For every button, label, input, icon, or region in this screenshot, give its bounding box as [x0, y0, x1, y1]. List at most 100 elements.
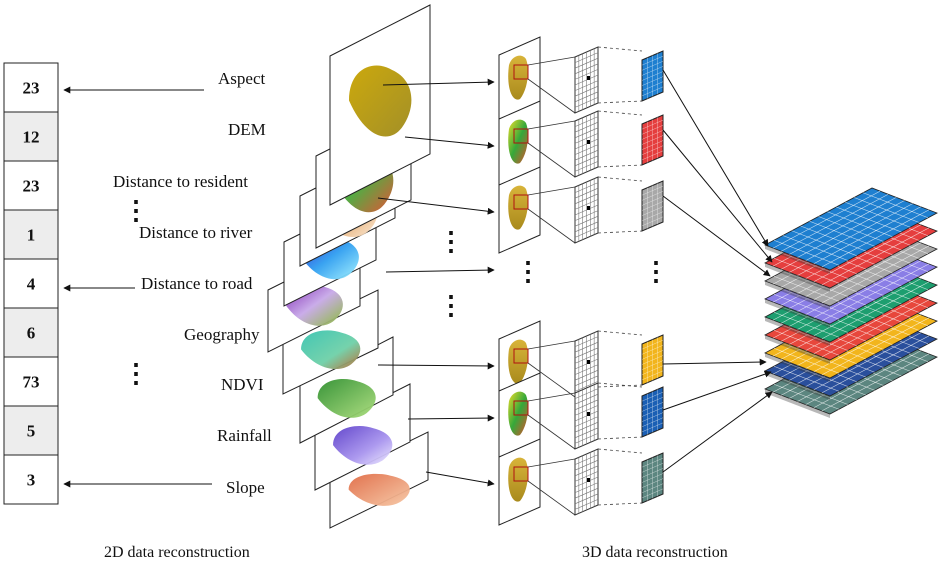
column-value: 23	[23, 79, 40, 98]
thumbnail-map	[508, 391, 528, 436]
arrow-to-3d-stack	[662, 391, 773, 473]
arrow-to-3d-stack	[662, 69, 769, 247]
factor-label: Aspect	[218, 69, 265, 88]
stack-grid-line	[813, 350, 921, 409]
feature-grid-line	[641, 140, 664, 150]
ellipsis-middle-lower: ⋮	[438, 291, 464, 320]
sampling-window	[513, 466, 529, 482]
grid-line	[574, 433, 599, 444]
stack-grid-line	[813, 278, 921, 337]
feature-grid-line	[641, 391, 664, 402]
converging-arrows	[662, 69, 773, 473]
factor-label: Geography	[184, 325, 260, 344]
grid-center-cell	[587, 412, 590, 416]
grid-line	[574, 69, 599, 80]
grid-line	[574, 63, 599, 75]
connector-line	[527, 120, 576, 130]
column-cell	[3, 405, 59, 456]
factor-label: Rainfall	[217, 426, 272, 445]
stack-layer-edge	[765, 371, 830, 400]
stack-layer-edge	[765, 245, 830, 274]
column-value: 23	[23, 177, 40, 196]
thumbnail-map	[508, 339, 528, 384]
stack-grid-line	[772, 190, 881, 249]
arrow-to-3d-stack	[662, 370, 772, 411]
dashed-connector	[597, 164, 643, 168]
connector-line	[527, 392, 576, 402]
stack-layer-edge	[765, 389, 830, 418]
feature-grid-line	[641, 355, 664, 365]
factor-label: DEM	[228, 120, 266, 139]
grid-center-cell	[587, 478, 590, 482]
feature-grid-line	[641, 360, 664, 370]
grid-line	[574, 399, 599, 411]
stack-grid-line	[813, 260, 921, 319]
stack-layer-edge	[765, 281, 830, 310]
ellipsis-thumbnails: ⋮	[515, 257, 541, 286]
sampling-window	[513, 400, 529, 416]
grid-line	[574, 144, 599, 155]
grid-line	[574, 199, 599, 210]
grid-line	[574, 471, 599, 482]
grid-line	[574, 465, 599, 477]
arrow-to-thumbnail	[377, 197, 495, 215]
stack-grid-line	[813, 296, 921, 355]
grid-line	[574, 215, 599, 227]
column-cell	[3, 111, 59, 162]
column-value: 1	[27, 226, 36, 245]
stack-grid-line	[781, 193, 889, 252]
feature-grid-line	[641, 339, 664, 350]
feature-grid-line	[641, 86, 664, 97]
grid-line	[574, 375, 599, 387]
3d-feature-stack	[764, 187, 938, 418]
factor-layer-stack	[267, 4, 431, 529]
thumbnail-map	[508, 55, 528, 100]
stack-grid-line	[813, 314, 921, 373]
feature-grid-line	[641, 135, 664, 145]
feature-grid-line	[641, 191, 664, 201]
feature-grid-line	[641, 201, 664, 211]
arrow-to-thumbnail	[407, 414, 495, 422]
feature-grid-line	[641, 66, 664, 76]
connector-line	[527, 414, 576, 450]
feature-grid-line	[641, 55, 664, 66]
grid-line	[574, 187, 599, 199]
feature-grid-line	[641, 407, 664, 417]
feature-grid-line	[641, 130, 664, 140]
column-value: 6	[27, 324, 36, 343]
column-value: 73	[23, 373, 40, 392]
connector-line	[527, 186, 576, 196]
feature-grid-line	[641, 473, 664, 483]
factor-label: Slope	[226, 478, 265, 497]
grid-line	[574, 85, 599, 97]
grid-line	[574, 341, 599, 353]
dashed-connector	[597, 176, 643, 182]
factor-map-7	[317, 379, 376, 418]
feature-row	[404, 100, 664, 188]
arrow-to-3d-stack	[662, 195, 771, 277]
feature-grid-line	[641, 216, 664, 227]
stack-grid-line	[821, 299, 930, 358]
connector-line	[527, 480, 576, 516]
connector-line	[527, 56, 576, 66]
feature-grid-line	[641, 457, 664, 468]
dashed-connector	[597, 230, 643, 234]
ellipsis-feature-cells: ⋮	[643, 257, 669, 286]
feature-grid-line	[641, 211, 664, 221]
grid-line	[574, 410, 599, 422]
arrow-stack-to-thumbnails	[385, 266, 495, 274]
grid-line	[574, 427, 599, 439]
factor-map-9	[348, 473, 410, 506]
grid-center-cell	[587, 76, 590, 80]
grid-line	[574, 421, 599, 433]
grid-center-cell	[587, 360, 590, 364]
dashed-connector	[597, 100, 643, 104]
grid-line	[574, 353, 599, 364]
feature-grid-line	[641, 350, 664, 360]
sampling-window	[513, 348, 529, 364]
grid-line	[574, 193, 599, 205]
stack-layer-edge	[765, 263, 830, 292]
thumbnail-map	[508, 185, 528, 230]
dashed-connector	[597, 436, 643, 440]
feature-grid-line	[641, 119, 664, 130]
